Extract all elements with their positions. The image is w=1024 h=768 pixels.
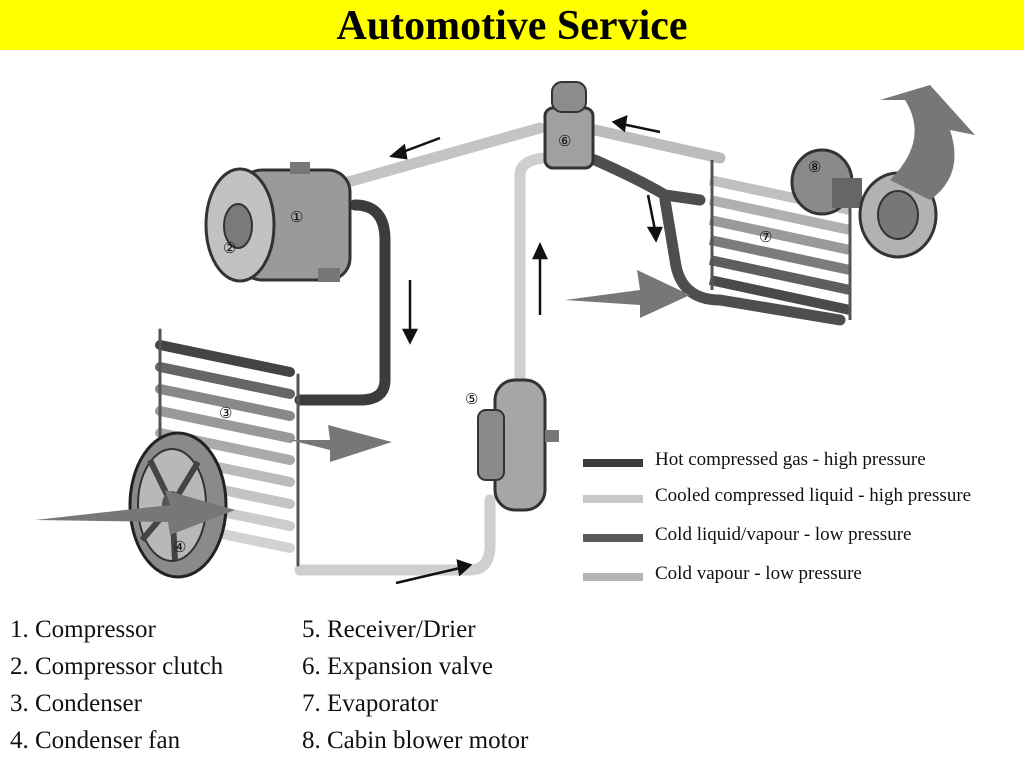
pipe-discharge xyxy=(294,199,391,406)
legend-label: Cold liquid/vapour - low pressure xyxy=(655,524,912,545)
pipe-liquid-out xyxy=(294,494,496,576)
callout-condenser-fan: ④ xyxy=(173,539,187,556)
part-label: 2. Compressor clutch xyxy=(10,653,224,680)
part-label: 5. Receiver/Drier xyxy=(302,616,476,643)
expansion-valve xyxy=(543,81,595,170)
ac-system-diagram xyxy=(35,81,975,585)
legend-swatch xyxy=(583,459,643,467)
pipe-liquid-up xyxy=(514,152,551,386)
flow-arrows xyxy=(389,114,663,585)
cabin-blower-motor xyxy=(790,148,938,259)
callout-evaporator: ⑦ xyxy=(759,229,773,246)
legend-swatch xyxy=(583,495,643,503)
pipe-evap-return xyxy=(589,124,726,164)
pipe-suction xyxy=(342,122,546,188)
part-label: 7. Evaporator xyxy=(302,690,439,717)
callout-compressor-clutch: ② xyxy=(223,240,237,257)
callout-expansion-valve: ⑥ xyxy=(558,133,572,150)
legend-swatch xyxy=(583,573,643,581)
callout-blower-motor: ⑧ xyxy=(808,159,822,176)
title-bar: Automotive Service xyxy=(0,0,1024,50)
parts-list-right: 5. Receiver/Drier 6. Expansion valve 7. … xyxy=(302,611,528,759)
part-label: 8. Cabin blower motor xyxy=(302,727,529,754)
parts-list-left: 1. Compressor 2. Compressor clutch 3. Co… xyxy=(10,611,223,759)
legend-label: Hot compressed gas - high pressure xyxy=(655,449,926,470)
legend-label: Cooled compressed liquid - high pressure xyxy=(655,485,972,506)
part-label: 4. Condenser fan xyxy=(10,727,181,754)
pipe-evap-loop xyxy=(659,194,846,326)
page-title: Automotive Service xyxy=(336,3,688,49)
part-label: 6. Expansion valve xyxy=(302,653,493,680)
evaporator xyxy=(708,160,852,320)
compressor xyxy=(204,162,352,283)
callout-condenser: ③ xyxy=(219,405,233,422)
legend-swatch xyxy=(583,534,643,542)
part-label: 1. Compressor xyxy=(10,616,156,643)
callout-compressor: ① xyxy=(290,209,304,226)
legend-label: Cold vapour - low pressure xyxy=(655,563,862,584)
airflow-arrows xyxy=(35,85,975,535)
callout-receiver-drier: ⑤ xyxy=(465,391,479,408)
receiver-drier xyxy=(477,378,559,512)
pipe-low-liquid xyxy=(589,154,706,206)
part-label: 3. Condenser xyxy=(10,690,142,717)
